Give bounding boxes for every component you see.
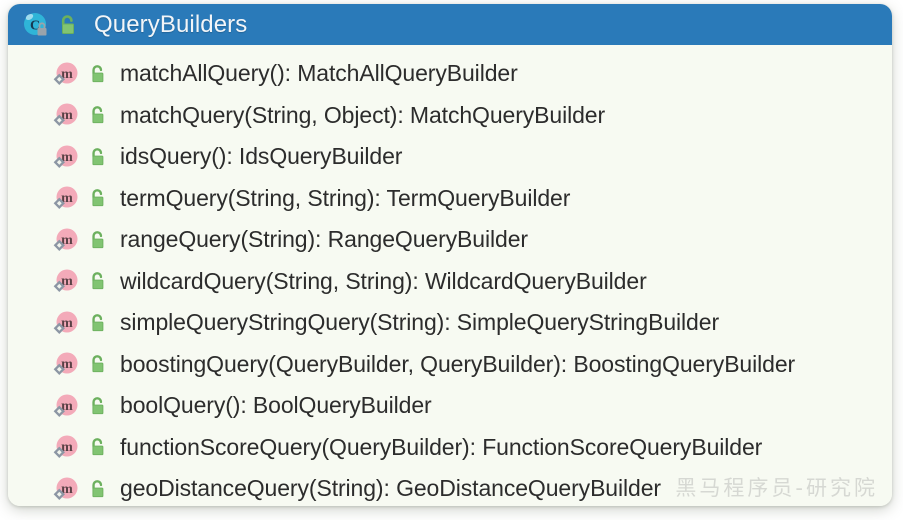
svg-text:m: m (61, 357, 73, 372)
row-icon-group: m (52, 350, 107, 378)
unlocked-padlock-icon (87, 104, 107, 126)
row-icon-group: m (52, 475, 107, 503)
structure-popup-card: C QueryBuilders (8, 4, 892, 506)
list-item-label: geoDistanceQuery(String): GeoDistanceQue… (120, 475, 661, 502)
list-item-label: matchQuery(String, Object): MatchQueryBu… (120, 101, 606, 128)
row-icon-group: m (52, 267, 107, 295)
row-icon-group: m (52, 433, 107, 461)
list-item-label: boostingQuery(QueryBuilder, QueryBuilder… (120, 350, 796, 377)
method-icon: m (52, 392, 80, 420)
unlocked-padlock-icon (87, 436, 107, 458)
list-item[interactable]: m functionScoreQu (8, 427, 892, 469)
list-item[interactable]: m matchAllQuery() (8, 53, 892, 95)
small-lock-glyph (37, 21, 47, 35)
unlocked-padlock-icon (87, 187, 107, 209)
row-icon-group: m (52, 143, 107, 171)
list-item-label: wildcardQuery(String, String): WildcardQ… (120, 267, 647, 294)
list-item[interactable]: m geoDistanceQuer (8, 468, 892, 506)
row-icon-group: m (52, 184, 107, 212)
svg-text:m: m (61, 274, 73, 289)
list-item-label: boolQuery(): BoolQueryBuilder (120, 392, 432, 419)
method-icon: m (52, 60, 80, 88)
card-header: C QueryBuilders (8, 4, 892, 45)
list-item[interactable]: m rangeQuery(Stri (8, 219, 892, 261)
unlocked-padlock-icon (87, 229, 107, 251)
method-icon: m (52, 267, 80, 295)
unlocked-padlock-icon (87, 270, 107, 292)
svg-text:m: m (61, 191, 73, 206)
method-list: m matchAllQuery() (8, 45, 892, 506)
unlocked-padlock-icon (56, 13, 78, 37)
method-icon: m (52, 350, 80, 378)
method-icon: m (52, 143, 80, 171)
method-icon: m (52, 433, 80, 461)
svg-text:m: m (61, 399, 73, 414)
method-icon: m (52, 475, 80, 503)
list-item-label: idsQuery(): IdsQueryBuilder (120, 143, 403, 170)
unlocked-padlock-icon (87, 146, 107, 168)
svg-text:C: C (30, 18, 40, 33)
row-icon-group: m (52, 226, 107, 254)
unlocked-padlock-icon (87, 312, 107, 334)
list-item[interactable]: m wildcardQuery(S (8, 261, 892, 303)
svg-text:m: m (61, 108, 73, 123)
list-item[interactable]: m simpleQueryStri (8, 302, 892, 344)
list-item[interactable]: m termQuery(Strin (8, 178, 892, 220)
static-marker-icon (53, 114, 65, 127)
row-icon-group: m (52, 60, 107, 88)
class-icon: C (22, 11, 50, 39)
row-icon-group: m (52, 309, 107, 337)
method-icon: m (52, 184, 80, 212)
page-title: QueryBuilders (94, 10, 248, 38)
list-item[interactable]: m boolQuery(): Bo (8, 385, 892, 427)
list-item-label: rangeQuery(String): RangeQueryBuilder (120, 226, 528, 253)
list-item-label: simpleQueryStringQuery(String): SimpleQu… (120, 309, 720, 336)
svg-text:m: m (61, 67, 73, 82)
list-item-label: termQuery(String, String): TermQueryBuil… (120, 184, 571, 211)
list-item[interactable]: m boostingQuery(Q (8, 344, 892, 386)
svg-text:m: m (61, 482, 73, 497)
static-marker-icon (53, 73, 65, 85)
row-icon-group: m (52, 392, 107, 420)
unlocked-padlock-icon (87, 63, 107, 85)
unlocked-padlock-icon (87, 478, 107, 500)
row-icon-group: m (52, 101, 107, 129)
list-item[interactable]: m idsQuery(): Ids (8, 136, 892, 178)
list-item-label: matchAllQuery(): MatchAllQueryBuilder (120, 60, 518, 87)
unlocked-padlock-icon (87, 395, 107, 417)
method-icon: m (52, 309, 80, 337)
method-icon: m (52, 226, 80, 254)
header-icon-group: C (22, 11, 78, 39)
svg-text:m: m (61, 440, 73, 455)
list-item[interactable]: m matchQuery(Stri (8, 95, 892, 137)
list-item-label: functionScoreQuery(QueryBuilder): Functi… (120, 433, 763, 460)
svg-text:m: m (61, 150, 73, 165)
svg-text:m: m (61, 233, 73, 248)
unlocked-padlock-icon (87, 353, 107, 375)
method-icon: m (52, 101, 80, 129)
svg-text:m: m (61, 316, 73, 331)
